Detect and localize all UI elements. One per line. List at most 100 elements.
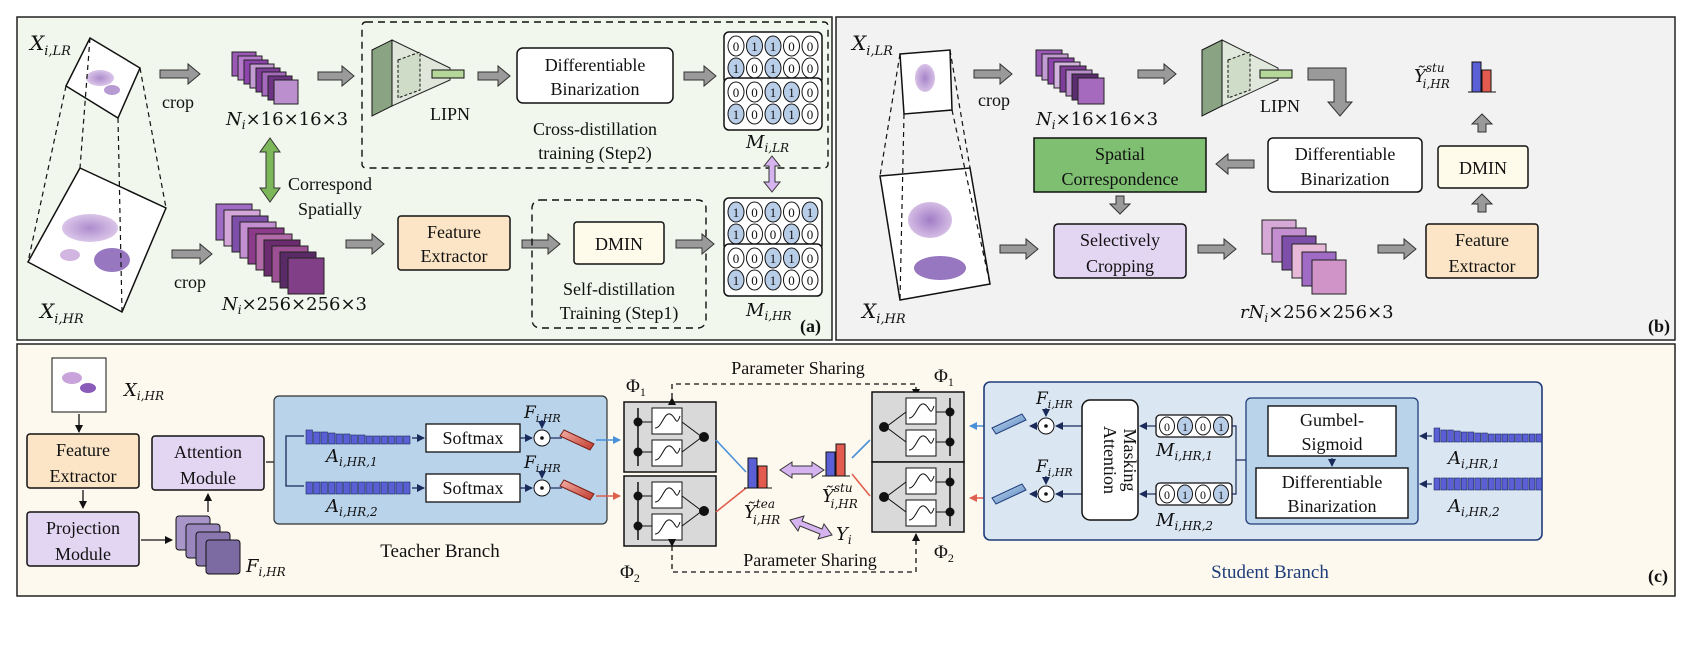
mask-cell-digit: 0 (788, 61, 795, 76)
teacher-feature-rod-1 (559, 429, 595, 451)
mask-cell-digit: 0 (807, 39, 814, 54)
mask-cell (764, 103, 782, 125)
m-hr-label: Mi,HR (745, 300, 792, 323)
phi-curve (908, 473, 935, 489)
phi-curve (654, 413, 681, 429)
mask-cell-digit: 0 (733, 251, 740, 266)
arrow-to-spatial (1215, 152, 1255, 176)
mask-cell-digit: 0 (751, 251, 758, 266)
mask-cell-digit: 0 (751, 61, 758, 76)
mask-cell (764, 247, 782, 269)
phi-edge (885, 496, 907, 513)
attention-bar (1447, 429, 1454, 443)
mask-cell-digit: 1 (733, 107, 740, 122)
mask-cell-digit: 1 (770, 39, 777, 54)
attention-bar (350, 434, 358, 445)
diff-bin-b-2: Binarization (1301, 169, 1390, 189)
gumbel-sigmoid-box (1267, 405, 1397, 457)
diff-binarization-box-b (1267, 137, 1423, 193)
a2-label: Ai,HR,2 (324, 496, 378, 519)
attention-bar (1447, 477, 1454, 491)
param-sharing-top (668, 383, 920, 405)
phi1-student-classifier (871, 391, 965, 463)
correspond-double-arrow (259, 137, 281, 203)
mask-cell-digit: 0 (807, 273, 814, 288)
x-lr-label-a: Xi,LR (28, 31, 71, 59)
phi-output-node (699, 432, 709, 442)
projection-2: Module (55, 544, 111, 564)
mask-cell (801, 247, 819, 269)
mask-cell (1195, 416, 1211, 436)
phi-edge (885, 426, 907, 443)
phi-curve (654, 519, 681, 535)
attention-masking-2: Masking (1120, 429, 1140, 492)
attention-bar (1433, 477, 1441, 491)
attention-bar (1508, 433, 1515, 443)
m2-label: Mi,HR,2 (1155, 510, 1213, 533)
attention-bar (313, 431, 321, 445)
mask-cell-digit: 1 (733, 227, 740, 242)
attention-bar (343, 433, 351, 445)
attention-bar (1522, 433, 1529, 443)
attention-bar (1501, 477, 1509, 491)
mask-cell (727, 247, 745, 269)
mask-cell-digit: 1 (770, 251, 777, 266)
phi-edge (885, 411, 907, 428)
mask-cell-digit: 1 (1218, 420, 1224, 434)
y-stu-bar-icon-b (1468, 61, 1496, 93)
crop-label-bottom: crop (174, 272, 206, 292)
phi-output-node (879, 422, 889, 432)
attention-bar (1440, 477, 1447, 491)
phi2-t-to-ytea (715, 487, 747, 513)
bin-to-masks (1232, 425, 1246, 495)
mask-cell (746, 81, 763, 103)
mask-cell (801, 201, 819, 223)
panel-b-tag: (b) (1648, 316, 1670, 337)
y-i-label: Yi (836, 524, 852, 547)
mask-cell-digit: 0 (1164, 420, 1170, 434)
attention-bar (395, 435, 403, 445)
attention-bar (313, 481, 321, 495)
mask-cell-digit: 0 (751, 273, 758, 288)
diff-bin-c-2: Binarization (1288, 496, 1377, 516)
slide-projection-lines-b (879, 49, 991, 301)
phi-curve (654, 445, 681, 461)
mask-cell-digit: 0 (751, 107, 758, 122)
attention-bar (1494, 477, 1502, 491)
crop-label-b: crop (978, 90, 1010, 110)
mask-cell-digit: 0 (751, 85, 758, 100)
attention-bar (380, 435, 388, 445)
mask-cell (727, 103, 745, 125)
student-feature-rod-2 (991, 483, 1027, 505)
gumbel-1: Gumbel- (1300, 410, 1364, 430)
multiply-dot-1 (540, 436, 544, 440)
phi1-label-t: Φ1 (626, 376, 646, 399)
attention-bar (1481, 477, 1488, 491)
attention-bar (358, 481, 366, 495)
spatial-1: Spatial (1095, 144, 1145, 164)
mask-cell (727, 81, 745, 103)
phi-curve (908, 505, 935, 521)
diff-bin-a-1: Differentiable (545, 55, 646, 75)
lr-patch-stack-b (1035, 49, 1105, 105)
mask-cell-digit: 1 (770, 85, 777, 100)
feature-extractor-c (26, 433, 140, 489)
hr-slide (26, 167, 167, 314)
a2-student-bars (1433, 477, 1543, 491)
attention-bar (1454, 430, 1461, 443)
attention-bar (1515, 433, 1522, 443)
phi1-t-to-ytea (715, 439, 747, 473)
attention-1: Attention (174, 442, 242, 462)
mask-cell (783, 247, 800, 269)
attention-bar (350, 481, 358, 495)
mask-cell-digit: 0 (788, 205, 795, 220)
phi-curve (908, 403, 935, 419)
y-tea-bar-icon (744, 457, 772, 489)
attention-bar (380, 481, 388, 495)
attention-bar (373, 481, 381, 495)
gumbel-2: Sigmoid (1301, 434, 1362, 454)
a2-attention-bars (305, 481, 411, 495)
feature-c-2: Extractor (50, 466, 117, 486)
